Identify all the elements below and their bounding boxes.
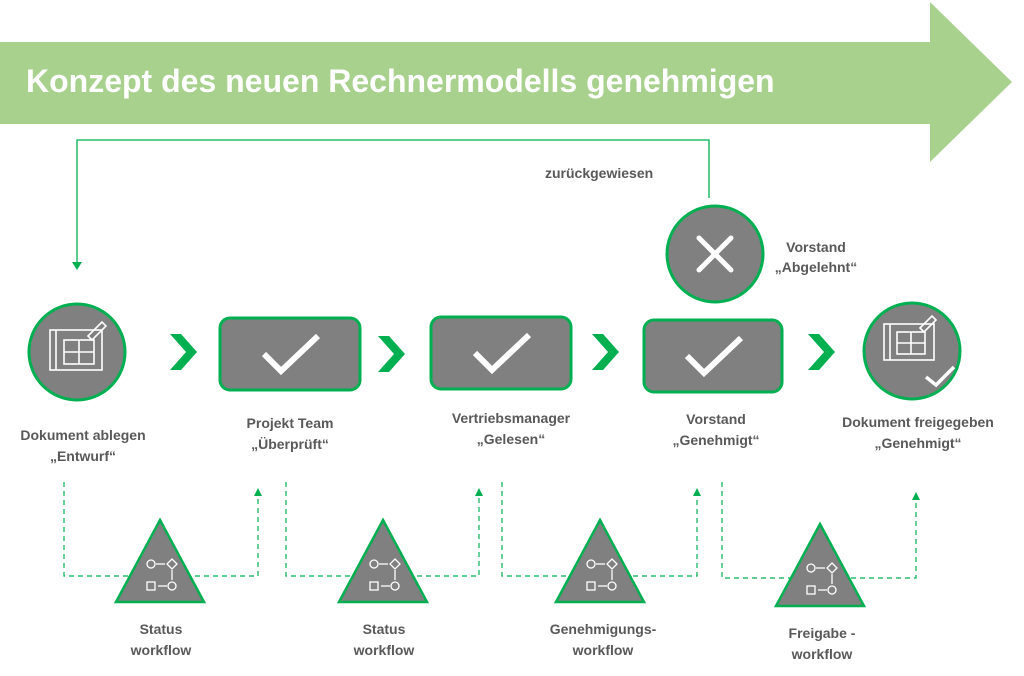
workflow-connectors (63, 482, 917, 579)
checkmark-icon (261, 333, 321, 376)
workflow-icon (586, 558, 618, 591)
step-document-released: Dokument freigegeben „Genehmigt“ (842, 301, 994, 451)
page-title: Konzept des neuen Rechnermodells genehmi… (26, 63, 775, 99)
step-3-label-line2: „Gelesen“ (477, 431, 545, 447)
workflow-2-label-line1: Status (363, 621, 406, 637)
blueprint-approved-icon (883, 314, 956, 388)
chevron-arrow-icon (808, 334, 835, 370)
workflow-status-2: Status workflow (336, 517, 430, 658)
x-icon (696, 235, 734, 273)
rejection-loop-arrowhead (72, 262, 82, 270)
workflow-icon (146, 558, 178, 591)
workflow-status-1: Status workflow (113, 517, 207, 658)
step-5-label-line2: „Genehmigt“ (874, 435, 961, 451)
step-4-label-line2: „Genehmigt“ (672, 432, 759, 448)
step-2-label-line1: Projekt Team (247, 415, 334, 431)
workflow-approval: Genehmigungs- workflow (550, 517, 657, 658)
workflow-3-label-line2: workflow (572, 642, 634, 658)
step-5-label-line1: Dokument freigegeben (842, 414, 994, 430)
workflow-connector-arrowheads (254, 488, 920, 500)
workflow-2-label-line2: workflow (353, 642, 415, 658)
banner-arrow-shape (0, 2, 1012, 162)
rejected-label-line1: Vorstand (786, 239, 846, 255)
workflow-1-label-line1: Status (140, 621, 183, 637)
rejection-loop-line (76, 139, 710, 264)
workflow-3-label-line1: Genehmigungs- (550, 621, 657, 637)
rejection-loop-label: zurückgewiesen (545, 165, 653, 181)
rejection-loop: zurückgewiesen (72, 139, 710, 270)
workflow-4-label-line1: Freigabe - (789, 625, 856, 641)
step-sales-manager-read: Vertriebsmanager „Gelesen“ (429, 315, 573, 447)
step-4-label-line1: Vorstand (686, 411, 746, 427)
rejected-node: Vorstand „Abgelehnt“ (665, 204, 857, 304)
step-2-label-line2: „Überprüft“ (251, 436, 329, 452)
title-banner: Konzept des neuen Rechnermodells genehmi… (0, 2, 1012, 162)
workflow-icon (806, 562, 838, 595)
chevron-arrow-icon (378, 336, 405, 372)
chevron-arrow-icon (592, 334, 619, 370)
step-document-draft: Dokument ablegen „Entwurf“ (20, 302, 146, 464)
blueprint-icon (49, 320, 108, 371)
step-project-team-reviewed: Projekt Team „Überprüft“ (218, 316, 362, 452)
step-3-label-line1: Vertriebsmanager (452, 410, 571, 426)
step-1-label-line2: „Entwurf“ (50, 448, 116, 464)
workflow-release: Freigabe - workflow (773, 521, 867, 662)
rejected-label-line2: „Abgelehnt“ (775, 259, 857, 275)
step-1-label-line1: Dokument ablegen (20, 427, 145, 443)
workflow-1-label-line2: workflow (130, 642, 192, 658)
step-board-approved: Vorstand „Genehmigt“ (642, 318, 784, 448)
chevron-arrow-icon (170, 334, 197, 370)
workflow-icon (369, 558, 401, 591)
checkmark-icon (684, 335, 744, 378)
checkmark-icon (472, 332, 532, 375)
workflow-4-label-line2: workflow (791, 646, 853, 662)
